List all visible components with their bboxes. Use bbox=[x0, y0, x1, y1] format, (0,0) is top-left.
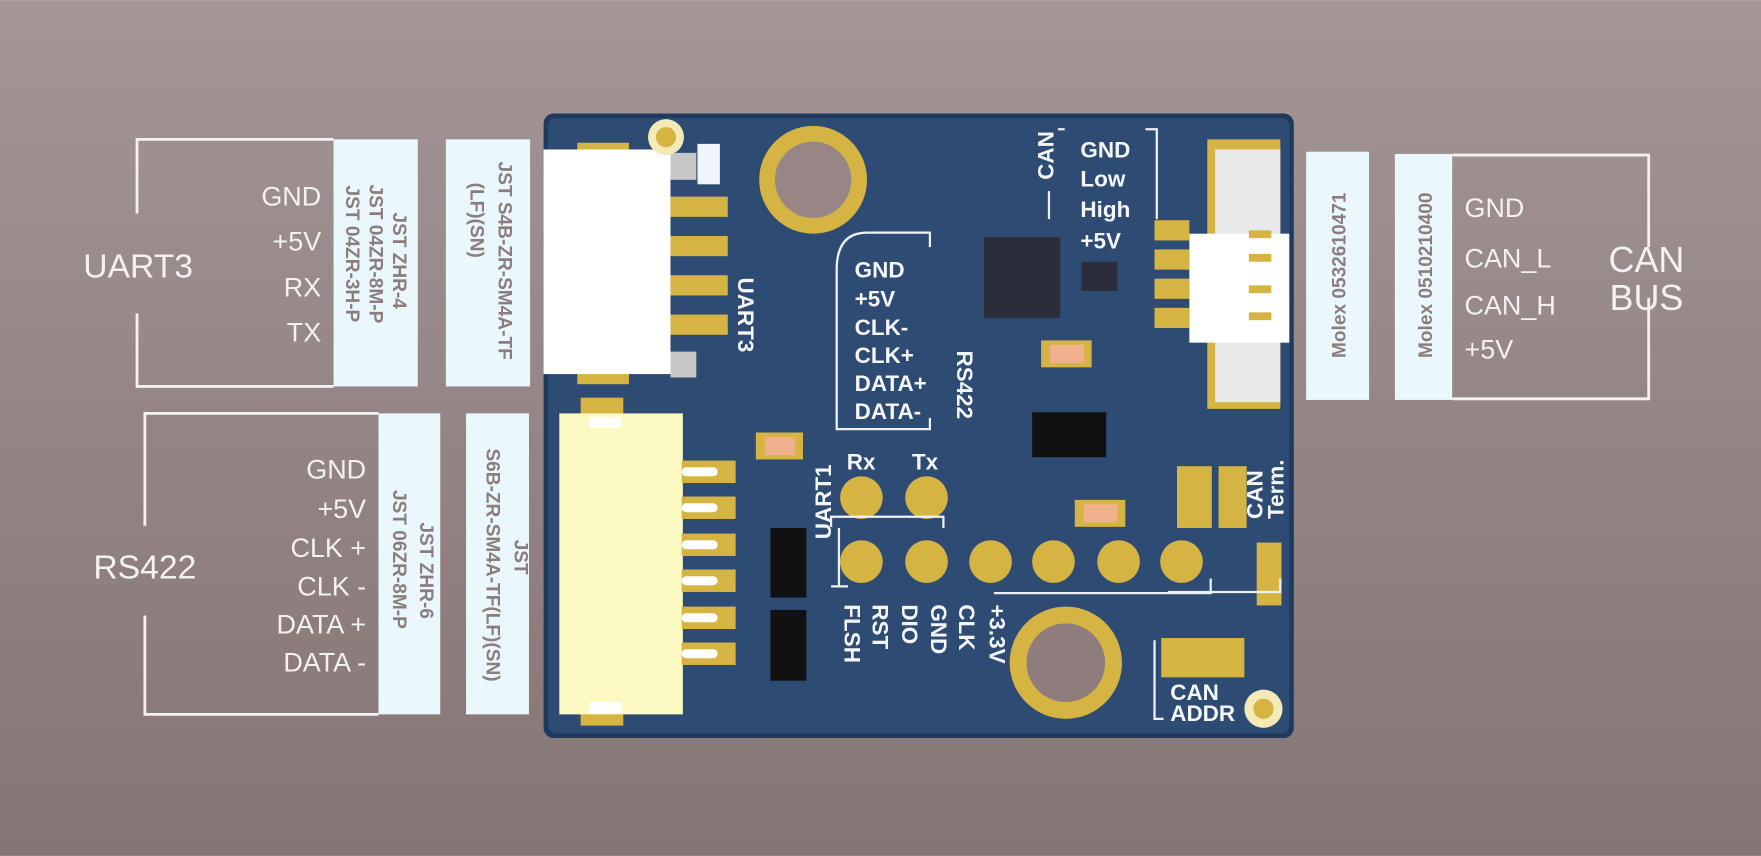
rs422-part-line: JST ZHR-6 bbox=[415, 522, 436, 618]
silk-debug-pin: RST bbox=[868, 604, 893, 649]
uart3-title: UART3 bbox=[83, 249, 193, 286]
rs422-part-line: JST 06ZR-8M-P bbox=[388, 490, 409, 629]
silk-tx: Tx bbox=[912, 450, 939, 475]
silk-debug-pin: DIO bbox=[897, 604, 922, 644]
rs422-pin: +5V bbox=[317, 494, 366, 524]
silk-rx: Rx bbox=[847, 450, 876, 475]
can-cable-part: Molex 0510210400 bbox=[1416, 193, 1437, 358]
uart3-callout: UART3 GND +5V RX TX JST ZHR-4 JST 04ZR-8… bbox=[83, 137, 531, 388]
can-pin: CAN_H bbox=[1465, 291, 1556, 321]
rs422-driver-ic bbox=[1032, 412, 1107, 458]
rs422-connector bbox=[559, 397, 736, 726]
uart3-pin: GND bbox=[261, 182, 321, 212]
rs422-pin: CLK + bbox=[291, 533, 367, 563]
rs422-pin: DATA + bbox=[277, 610, 367, 640]
silk-debug-pin: CLK bbox=[954, 604, 979, 650]
can-bus-title: BUS bbox=[1610, 277, 1684, 318]
can-pin: GND bbox=[1465, 193, 1525, 223]
board-can-part: Molex 0532610471 bbox=[1329, 192, 1350, 358]
can-bus-callout: CAN BUS GND CAN_L CAN_H +5V Molex 053261… bbox=[1306, 151, 1685, 401]
chip bbox=[770, 527, 807, 598]
pad bbox=[1256, 542, 1282, 606]
silk-uart3-label: UART3 bbox=[733, 278, 758, 353]
rs422-board-part: S6B-ZR-SM4A-TF(LF)(SN) bbox=[481, 448, 502, 681]
test-pads bbox=[840, 476, 1203, 583]
rs422-pin: GND bbox=[306, 455, 366, 485]
can-transceiver-ic bbox=[983, 237, 1061, 318]
uart3-part-line: JST ZHR-4 bbox=[388, 212, 409, 309]
pcb-board: GND +5V CLK- CLK+ DATA+ DATA- RS422 GND … bbox=[543, 113, 1294, 738]
silk-debug-pin: +3.3V bbox=[984, 604, 1009, 663]
uart3-part-line: JST 04ZR-8M-P bbox=[364, 184, 385, 323]
silk-rs422-pin: CLK- bbox=[855, 315, 909, 340]
silk-can-pin: +5V bbox=[1080, 228, 1121, 253]
silk-can-pin: Low bbox=[1080, 167, 1125, 192]
silk-rs422-label: RS422 bbox=[952, 351, 977, 420]
can-pin: +5V bbox=[1465, 334, 1514, 364]
uart3-pin: RX bbox=[284, 273, 321, 303]
uart3-part-line: JST 04ZR-3H-P bbox=[341, 186, 362, 323]
rs422-pin: DATA - bbox=[283, 648, 366, 678]
can-term-jumper bbox=[1176, 466, 1212, 528]
uart3-pin: +5V bbox=[273, 227, 322, 257]
uart3-connector bbox=[543, 142, 728, 385]
silk-rs422-pin: DATA- bbox=[855, 399, 922, 424]
chip bbox=[1081, 261, 1118, 291]
can-addr-jumper bbox=[1161, 638, 1245, 678]
uart3-pin: TX bbox=[287, 318, 321, 348]
rs422-title: RS422 bbox=[93, 549, 196, 586]
silk-rs422-pin: DATA+ bbox=[855, 371, 927, 396]
silk-can-pin: GND bbox=[1080, 137, 1130, 162]
silk-rs422-pin: +5V bbox=[855, 287, 896, 312]
rs422-board-part: JST bbox=[509, 540, 530, 575]
silk-can-label: CAN bbox=[1033, 131, 1058, 180]
rs422-pin: CLK - bbox=[297, 571, 366, 601]
silk-rs422-pin: CLK+ bbox=[855, 343, 914, 368]
silk-can-addr: CAN bbox=[1170, 680, 1219, 705]
uart3-board-part: (LF)(SN) bbox=[466, 183, 487, 258]
silk-can-pin: High bbox=[1080, 197, 1130, 222]
silk-can-term: CAN bbox=[1242, 470, 1267, 519]
silk-can-addr: ADDR bbox=[1170, 701, 1235, 726]
silk-debug-pin: GND bbox=[926, 604, 951, 654]
silk-debug-pin: FLSH bbox=[840, 604, 865, 663]
can-term-jumper bbox=[1218, 466, 1247, 528]
uart3-board-part: JST S4B-ZR-SM4A-TF bbox=[494, 162, 515, 360]
can-pin: CAN_L bbox=[1465, 243, 1552, 273]
silk-can-term: Term. bbox=[1264, 459, 1289, 518]
can-bus-title: CAN bbox=[1609, 239, 1685, 280]
silk-uart1-label: UART1 bbox=[811, 464, 836, 539]
chip bbox=[770, 609, 807, 681]
can-connector bbox=[1154, 139, 1290, 409]
silk-rs422-pin: GND bbox=[855, 258, 905, 283]
rs422-callout: RS422 GND +5V CLK + CLK - DATA + DATA - … bbox=[93, 411, 530, 716]
